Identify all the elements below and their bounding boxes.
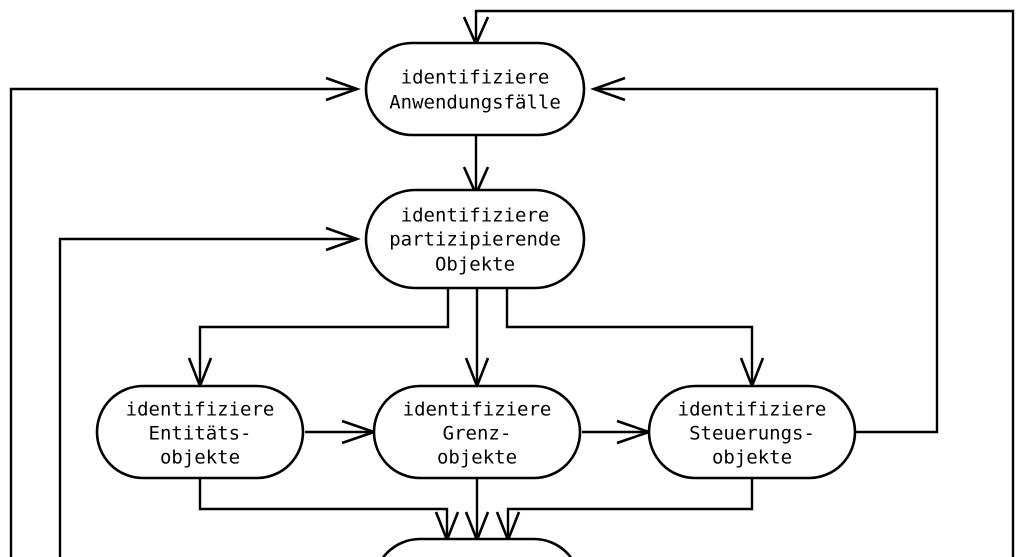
node-label-steuerungsobjekte-line3: objekte xyxy=(712,447,792,469)
node-shape-bottom-partial xyxy=(381,537,573,557)
node-label-entitaetsobjekte-line2: Entitäts- xyxy=(149,423,252,445)
node-label-anwendungsfaelle-line1: identifiziere xyxy=(401,67,550,89)
node-shape-entitaetsobjekte xyxy=(95,384,305,480)
node-label-steuerungsobjekte-line2: Steuerungs- xyxy=(689,423,815,445)
node-label-entitaetsobjekte-line3: objekte xyxy=(160,447,240,469)
node-bottom-partial[interactable] xyxy=(374,537,580,557)
arrowhead-into-anwendungsfaelle-left xyxy=(325,76,361,102)
node-identifiziere-steuerungsobjekte[interactable]: identifiziere Steuerungs- objekte xyxy=(647,384,857,480)
node-identifiziere-anwendungsfaelle[interactable]: identifiziere Anwendungsfälle xyxy=(364,41,586,137)
edge-feedback-outer-right-to-anwendungsfaelle-top xyxy=(474,9,1015,557)
node-label-partizipierende-line1: identifiziere xyxy=(401,205,550,227)
node-identifiziere-entitaetsobjekte[interactable]: identifiziere Entitäts- objekte xyxy=(95,384,305,480)
arrowhead-into-partizipierende-left xyxy=(325,226,361,252)
node-shape-steuerungsobjekte xyxy=(647,384,857,480)
node-label-grenzobjekte-line3: objekte xyxy=(437,447,517,469)
edge-partizipierende-to-entitaetsobjekte xyxy=(198,288,450,382)
edge-feedback-steuerungsobjekte-to-anwendungsfaelle xyxy=(596,87,939,434)
node-label-grenzobjekte-line2: Grenz- xyxy=(443,423,512,445)
edge-feedback-outer-left-to-anwendungsfaelle xyxy=(9,87,355,557)
node-shape-anwendungsfaelle xyxy=(364,41,586,137)
node-label-partizipierende-line2: partizipierende xyxy=(389,229,561,251)
node-layer: identifiziere Anwendungsfälle identifizi… xyxy=(95,41,857,557)
node-shape-grenzobjekte xyxy=(372,384,582,480)
edge-layer xyxy=(9,9,1015,557)
node-label-entitaetsobjekte-line1: identifiziere xyxy=(126,399,275,421)
node-label-steuerungsobjekte-line1: identifiziere xyxy=(678,399,827,421)
node-identifiziere-partizipierende-objekte[interactable]: identifiziere partizipierende Objekte xyxy=(364,188,586,290)
node-identifiziere-grenzobjekte[interactable]: identifiziere Grenz- objekte xyxy=(372,384,582,480)
node-label-grenzobjekte-line1: identifiziere xyxy=(403,399,552,421)
edge-entitaetsobjekte-to-bottom-node xyxy=(198,478,449,536)
edge-steuerungsobjekte-to-bottom-node xyxy=(506,478,754,536)
arrowhead-into-anwendungsfaelle-right xyxy=(590,76,626,102)
node-label-partizipierende-line3: Objekte xyxy=(435,254,515,276)
node-label-anwendungsfaelle-line2: Anwendungsfälle xyxy=(389,92,561,114)
edge-partizipierende-to-steuerungsobjekte xyxy=(505,288,754,382)
edge-feedback-inner-left-to-partizipierende xyxy=(58,237,355,557)
node-shape-partizipierende-objekte xyxy=(364,188,586,290)
